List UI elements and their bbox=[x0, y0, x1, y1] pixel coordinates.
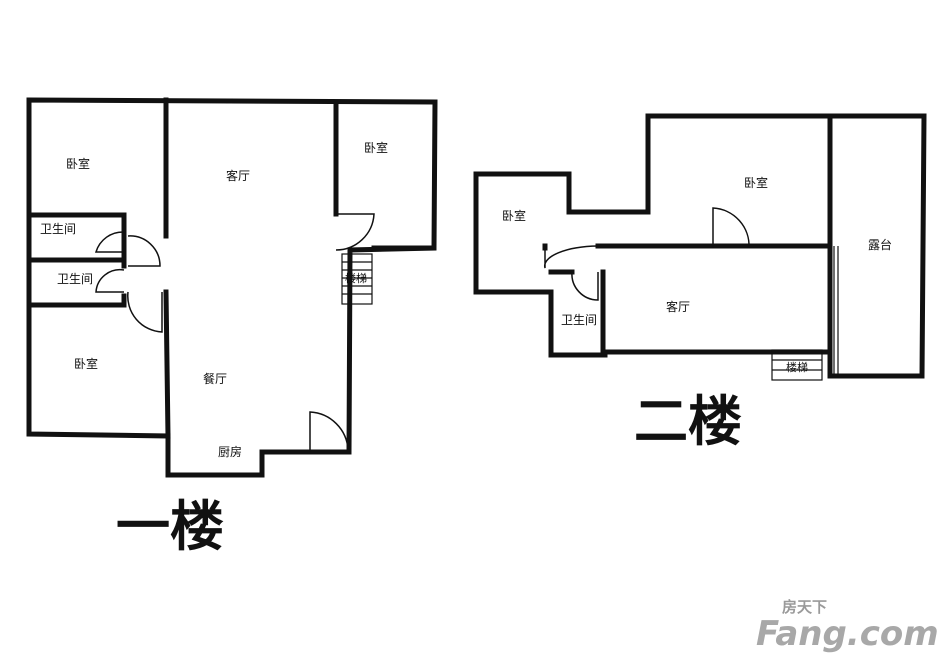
floor1-bath2-wall bbox=[26, 293, 127, 308]
floor1-bedroom-top-left-label: 卧室 bbox=[66, 156, 90, 171]
floor1-stairs bbox=[341, 253, 373, 305]
floor1-bedroom-right-label: 卧室 bbox=[364, 140, 388, 155]
floor1-outer-wall bbox=[26, 97, 438, 478]
floor1-door-right-bedroom bbox=[335, 213, 375, 251]
floor2-bathroom-label: 卫生间 bbox=[561, 313, 597, 327]
floor2-title: 二楼 bbox=[634, 390, 742, 453]
floor2-stairs-label: 楼梯 bbox=[786, 360, 808, 374]
floor1-door-bath1 bbox=[94, 231, 125, 253]
floor2-terrace-label: 露台 bbox=[868, 237, 892, 252]
floor2-door-bedroom-left bbox=[543, 245, 599, 269]
floor1-kitchen-label: 厨房 bbox=[218, 444, 242, 459]
fang-watermark: 房天下 Fang.com bbox=[756, 598, 939, 654]
floor1-dining-room-label: 餐厅 bbox=[203, 371, 227, 386]
floor2-door-bathroom bbox=[571, 271, 599, 301]
floor2-bedroom-center-label: 卧室 bbox=[744, 175, 768, 190]
floor2-stairs bbox=[771, 349, 823, 381]
floor1-door-bedroom-bottom bbox=[127, 291, 163, 333]
floor1-door-entry bbox=[309, 411, 349, 452]
watermark-chinese: 房天下 bbox=[782, 598, 827, 616]
floor1-door-left-hall bbox=[127, 235, 161, 267]
floor1-bedroom-wall bbox=[26, 212, 127, 235]
floor2-plan: 卧室 卧室 露台 卫生间 客厅 楼梯 二楼 bbox=[473, 113, 927, 453]
floor1-title: 一楼 bbox=[116, 495, 224, 558]
floor1-bedroom-bottom-left-label: 卧室 bbox=[74, 356, 98, 371]
floor1-bath1-wall bbox=[26, 257, 127, 269]
floor2-door-bedroom-center bbox=[712, 207, 750, 249]
floor1-bathroom2-label: 卫生间 bbox=[57, 272, 93, 286]
floor1-left-divider-lower bbox=[163, 289, 171, 439]
watermark-english: Fang.com bbox=[756, 614, 939, 654]
floor2-bedroom-left-label: 卧室 bbox=[502, 208, 526, 223]
floor1-bathroom1-label: 卫生间 bbox=[40, 222, 76, 236]
floor2-living-room-label: 客厅 bbox=[666, 299, 690, 314]
floor1-living-room-label: 客厅 bbox=[226, 168, 250, 183]
floor1-stairs-label: 楼梯 bbox=[345, 271, 367, 285]
floor1-door-bath2 bbox=[95, 268, 125, 293]
floor1-plan: 卧室 卫生间 卫生间 卧室 客厅 卧室 餐厅 厨房 楼梯 一楼 bbox=[26, 97, 438, 558]
